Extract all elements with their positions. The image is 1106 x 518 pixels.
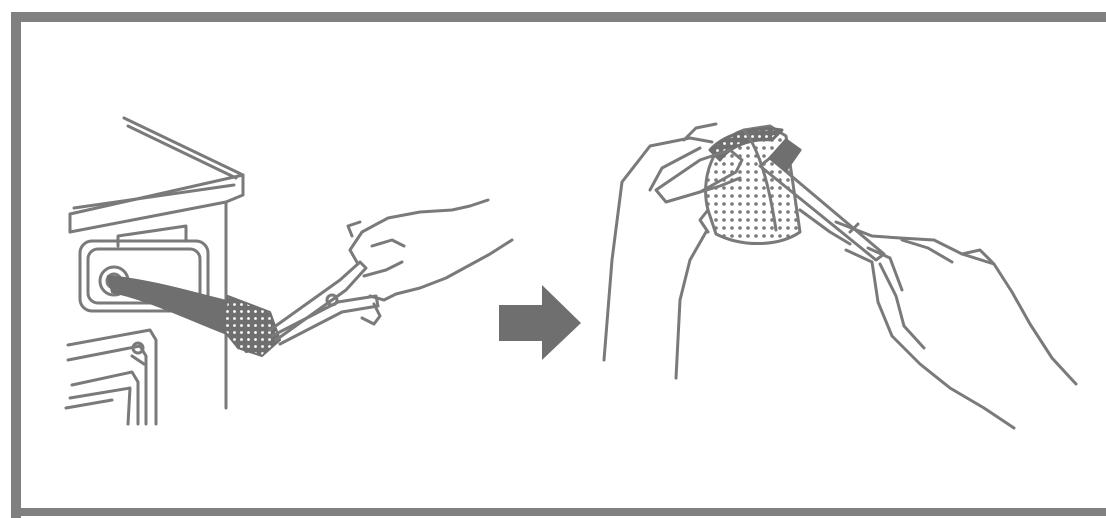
panel-clean-filter xyxy=(604,124,1076,428)
figure-border xyxy=(11,12,1106,518)
pliers-icon xyxy=(270,262,378,344)
right-arrow-icon xyxy=(499,285,581,360)
panel-remove-filter xyxy=(66,118,512,424)
step-arrow xyxy=(499,285,581,360)
appliance-body xyxy=(66,118,243,424)
hand-holding-brush xyxy=(836,222,1076,428)
